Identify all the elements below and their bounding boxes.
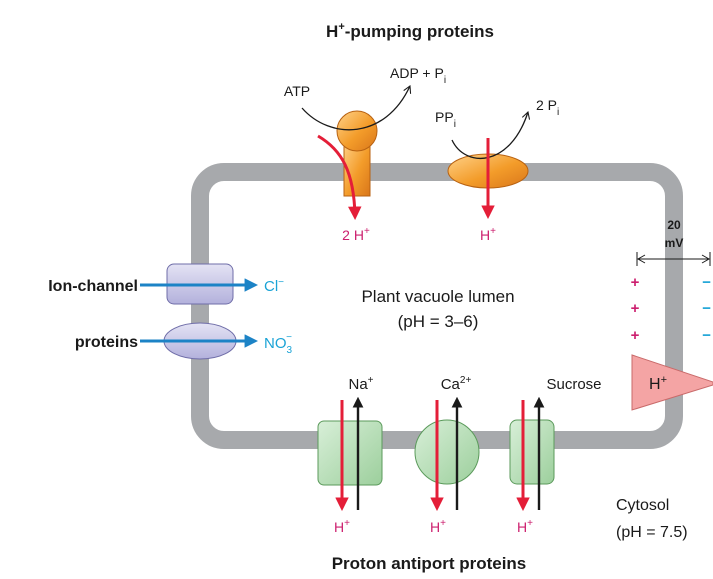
sodium-label: Na+ — [348, 375, 373, 393]
calcium-antiporter-proton: H+ — [430, 518, 446, 535]
atp-pump-protons: 2 H+ — [342, 226, 370, 243]
potential-unit: mV — [665, 236, 684, 250]
nitrate-ion-label: NO3− — [264, 332, 293, 356]
ion-channel-label: Ion-channel — [48, 278, 138, 295]
antiport-proteins-title: Proton antiport proteins — [332, 554, 527, 573]
atp-hydrolysis-arrow — [301, 85, 412, 131]
negative-charge-2: − — [702, 300, 711, 317]
sucrose-antiporter-proton: H+ — [517, 518, 533, 535]
ion-channel-label-proteins: proteins — [75, 334, 138, 351]
positive-charge-1: + — [631, 274, 640, 291]
sucrose-label: Sucrose — [546, 376, 601, 393]
lumen-ph-label: (pH = 3–6) — [398, 312, 479, 331]
adp-pi-label: ADP + Pi — [390, 65, 446, 86]
atp-pump-head — [336, 110, 378, 152]
proton-gradient-wedge — [631, 354, 713, 411]
ppi-label: PPi — [435, 109, 456, 130]
atp-pump-proton-arrow — [317, 134, 362, 221]
vacuole-membrane — [191, 163, 683, 449]
ppi-hydrolysis-arrow — [451, 110, 531, 160]
positive-charge-2: + — [631, 300, 640, 317]
atp-label: ATP — [284, 83, 310, 99]
sodium-antiporter — [317, 420, 383, 486]
sucrose-antiporter — [509, 419, 555, 485]
gradient-proton-label: H+ — [649, 374, 667, 393]
potential-span-arrowhead-right — [701, 254, 711, 264]
potential-value: 20 — [667, 218, 681, 232]
chloride-ion-label: Cl− — [264, 277, 284, 295]
potential-span-arrowhead-left — [636, 254, 646, 264]
negative-charge-3: − — [702, 327, 711, 344]
cytosol-ph-label: (pH = 7.5) — [616, 524, 688, 541]
negative-charge-1: − — [702, 274, 711, 291]
positive-charge-3: + — [631, 327, 640, 344]
cytosol-label: Cytosol — [616, 497, 669, 514]
two-pi-label: 2 Pi — [536, 97, 559, 118]
calcium-label: Ca2+ — [441, 375, 472, 393]
calcium-antiporter — [414, 419, 480, 485]
lumen-label: Plant vacuole lumen — [361, 287, 514, 306]
ppi-pump-proton: H+ — [480, 226, 496, 243]
sodium-antiporter-proton: H+ — [334, 518, 350, 535]
atp-proton-pump — [336, 110, 378, 197]
pumping-proteins-title: H+-pumping proteins — [326, 21, 494, 41]
